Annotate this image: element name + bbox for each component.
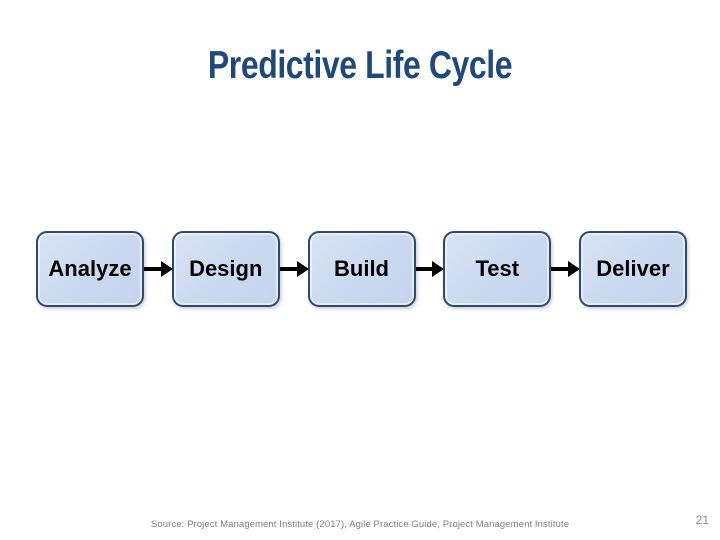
page-number: 21: [695, 513, 709, 527]
flow-step-test: Test: [443, 231, 552, 307]
arrow-right-icon: [144, 260, 173, 278]
flow-step-analyze: Analyze: [36, 231, 144, 307]
flow-step-design: Design: [171, 231, 280, 307]
flow-step-deliver: Deliver: [579, 231, 687, 307]
flow-step-build: Build: [307, 231, 416, 307]
flow-step-label: Analyze: [48, 256, 132, 281]
arrow-right-icon: [279, 260, 309, 278]
arrow-right-icon: [415, 260, 444, 278]
flow-step-label: Build: [334, 256, 389, 281]
slide-title: Predictive Life Cycle: [207, 44, 513, 87]
flow-step-label: Test: [475, 256, 520, 281]
lifecycle-flow-diagram: Analyze Design Build Test Deliver: [36, 231, 687, 307]
source-citation: Source: Project Management Institute (20…: [150, 519, 570, 530]
arrow-right-icon: [551, 260, 580, 278]
flow-step-label: Design: [189, 256, 263, 281]
flow-step-label: Deliver: [596, 256, 670, 281]
